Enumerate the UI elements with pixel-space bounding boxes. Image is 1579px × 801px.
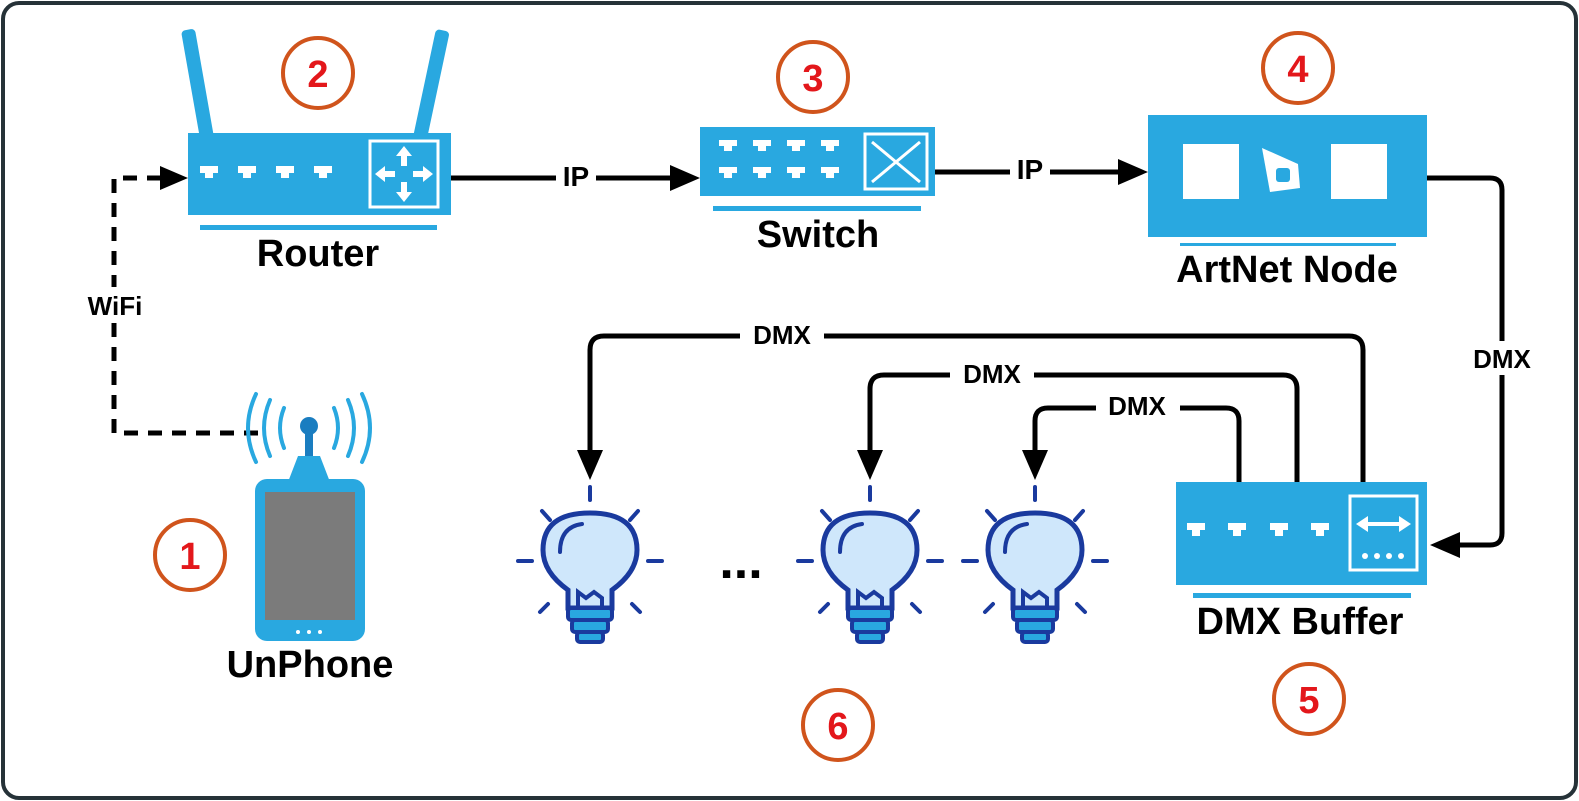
buffer-number-badge — [1272, 662, 1346, 736]
phone-label: UnPhone — [227, 644, 394, 686]
dmx-connector-light-2 — [857, 372, 1300, 482]
phone-number: 1 — [179, 536, 200, 578]
switch-number: 3 — [802, 58, 823, 100]
ip-label-1: IP — [563, 161, 589, 192]
artnet-number: 4 — [1287, 49, 1308, 91]
wifi-label: WiFi — [88, 291, 143, 321]
router-number-badge — [281, 36, 355, 110]
dmx-label-light-1: DMX — [753, 320, 811, 350]
lights-number: 6 — [827, 706, 848, 748]
phone-icon — [246, 392, 372, 641]
router-label: Router — [257, 233, 380, 275]
router-number: 2 — [307, 54, 328, 96]
bulb-icon-1 — [516, 485, 664, 644]
artnet-node-icon — [1148, 115, 1427, 246]
buffer-label: DMX Buffer — [1197, 601, 1404, 643]
bulb-ellipsis: ... — [719, 532, 762, 590]
dmx-label-light-3: DMX — [1108, 391, 1166, 421]
switch-number-badge — [776, 40, 850, 114]
phone-number-badge — [153, 518, 227, 592]
artnet-number-badge — [1261, 31, 1335, 105]
buffer-number: 5 — [1298, 680, 1319, 722]
lights-number-badge — [801, 688, 875, 762]
switch-label: Switch — [757, 214, 879, 256]
router-icon — [181, 29, 451, 230]
switch-icon — [700, 127, 935, 211]
dmx-label-light-2: DMX — [963, 359, 1021, 389]
ip-label-2: IP — [1017, 154, 1043, 185]
dmx-label-artnet-buffer: DMX — [1473, 344, 1531, 374]
artnet-label: ArtNet Node — [1176, 249, 1398, 291]
dmx-buffer-icon — [1176, 482, 1427, 598]
dmx-connector-light-1 — [577, 333, 1366, 482]
